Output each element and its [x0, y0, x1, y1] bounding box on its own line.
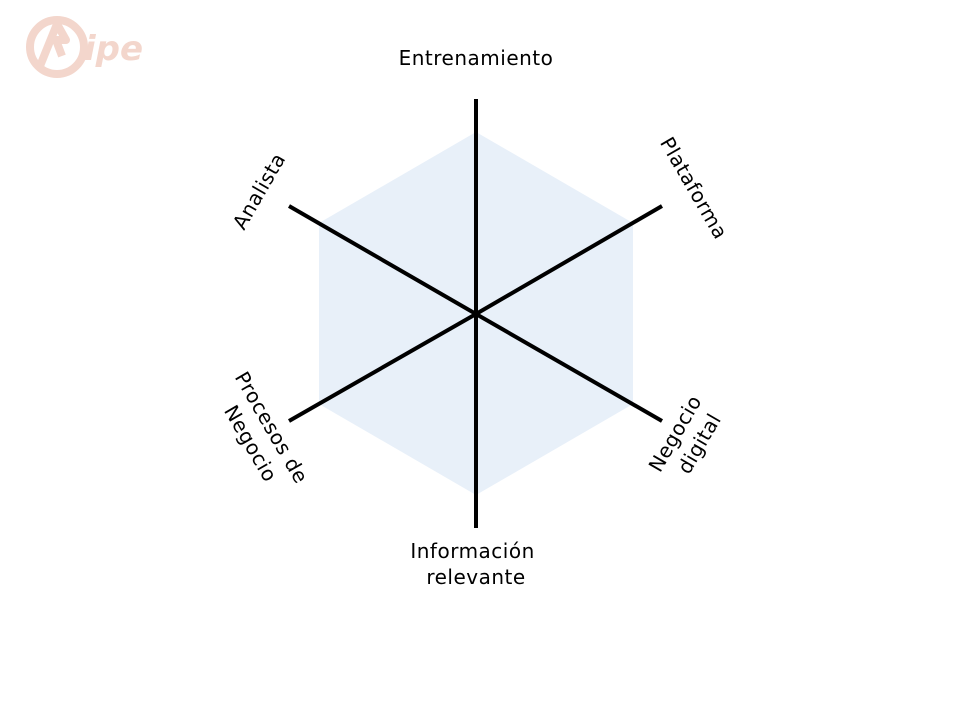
axis-label-informacion-relevante-line-1: Información	[410, 539, 534, 563]
axis-label-informacion-relevante-line-2: relevante	[426, 565, 525, 589]
axis-label-analista-line-1: Analista	[228, 149, 291, 234]
ipe-logo: ipe	[26, 16, 143, 78]
axis-line-procesos-de-negocio	[288, 312, 477, 423]
axis-label-entrenamiento: Entrenamiento	[399, 46, 554, 70]
axis-label-entrenamiento-line-1: Entrenamiento	[399, 46, 554, 70]
axis-label-analista: Analista	[228, 149, 291, 234]
axis-line-analista	[287, 204, 478, 316]
axis-label-plataforma: Plataforma	[655, 133, 733, 244]
ipe-logo-text: ipe	[84, 29, 143, 69]
axis-label-procesos-de-negocio: Procesos de Negocio	[207, 367, 316, 506]
axis-label-informacion-relevante: Información relevante	[410, 539, 541, 589]
axis-lines	[287, 99, 664, 528]
axis-label-plataforma-line-1: Plataforma	[655, 133, 733, 244]
axis-line-plataforma	[474, 204, 664, 316]
ipe-logo-mark-icon	[26, 16, 88, 78]
axis-line-negocio-digital	[475, 312, 663, 423]
axis-label-negocio-digital: Negocio digital	[644, 385, 733, 489]
